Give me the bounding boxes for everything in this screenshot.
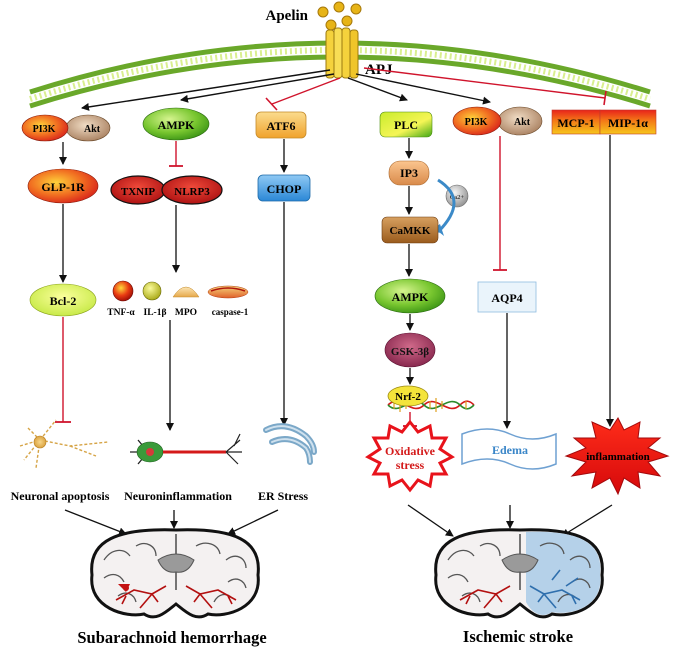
apelin-label: Apelin [265,8,308,24]
il1b-icon [142,281,162,301]
akt-label-left: Akt [84,124,101,135]
inhibit-apj-to-atf6 [271,77,341,105]
nrf2-label: Nrf-2 [395,391,421,403]
neuroinflammation-label: Neuroninflammation [124,489,232,503]
cytokine-icons: TNF-α IL-1β MPO caspase-1 [107,280,249,318]
bcl2-node: Bcl-2 [29,283,97,317]
mpo-label: MPO [175,308,197,318]
glp1r-label: GLP-1R [41,180,85,194]
mcp1-node [551,109,601,135]
edema-label: Edema [492,443,528,457]
arrow-apj-to-plc [347,77,408,102]
neuron-inflamed-icon [130,433,242,465]
ampk-label-left: AMPK [158,118,195,132]
apelin-molecule [350,3,362,15]
tnf-alpha-icon [112,280,134,302]
er-stress-label: ER Stress [258,489,308,503]
mip1a-node [599,109,657,135]
txnip-label: TXNIP [121,186,156,198]
inflammation-burst: inflammation [564,417,670,496]
stress-label: stress [396,458,425,472]
pi3k-akt-left: Akt PI3K [21,114,111,142]
camkk-label: CaMKK [390,225,431,237]
ip3-label: IP3 [400,166,418,180]
camkk-node: CaMKK [381,216,439,244]
chop-label: CHOP [267,182,302,196]
akt-label-right: Akt [514,117,531,128]
apelin-ligand: Apelin [265,1,362,31]
pi3k-node-left [21,114,69,142]
atf6-node: ATF6 [255,111,307,139]
tnf-alpha-label: TNF-α [107,308,135,318]
ampk-label-right: AMPK [392,290,429,304]
apelin-molecule [317,6,329,18]
inhibit-bar-mcp1 [603,90,607,106]
plc-label: PLC [394,118,418,132]
brain-stroke-icon [434,528,604,619]
aqp4-node: AQP4 [477,281,537,313]
arrow-oxidative-to-stroke [407,504,454,537]
bcl2-label: Bcl-2 [50,294,77,308]
arrow-apj-to-pi3k-left [81,69,331,111]
arrow-inflammation-to-stroke [561,504,613,537]
nlrp3-label: NLRP3 [174,186,210,198]
arrow-apoptosis-to-sah [64,509,127,536]
gsk3b-label: GSK-3β [391,346,429,358]
brain-sah-icon [90,528,260,619]
apj-arrows [81,67,607,111]
txnip-nlrp3-complex: TXNIP NLRP3 [110,175,223,205]
stroke-title: Ischemic stroke [463,627,573,646]
mcp1-mip1a-node: MCP-1 MIP-1α [551,109,657,135]
caspase1-label: caspase-1 [212,307,249,317]
er-stress-icon [263,423,317,465]
mcp1-label: MCP-1 [557,116,594,130]
mip1a-label: MIP-1α [608,116,648,130]
il1b-label: IL-1β [144,308,167,318]
apelin-molecule [341,15,353,27]
inhibit-bar-atf6 [265,97,278,111]
aqp4-label: AQP4 [491,291,522,305]
edema-banner: Edema [461,428,557,470]
ip3-node: IP3 [388,160,430,186]
pi3k-label-left: PI3K [33,124,56,135]
nrf2-dna-node: Nrf-2 [387,385,475,412]
chop-node: CHOP [257,174,311,202]
ampk-node-right: AMPK [374,278,446,314]
arrow-apj-to-pi3k-right [355,73,491,105]
calcium-label: Ca2+ [450,194,464,201]
mpo-icon [172,286,200,298]
nlrp3-node [161,175,223,205]
apelin-molecule [333,1,345,13]
pi3k-label-right: PI3K [465,117,488,128]
pi3k-node-right [452,106,502,136]
inhibit-apj-to-mcp1 [363,67,606,99]
neuronal-apoptosis-label: Neuronal apoptosis [11,489,110,503]
gsk3b-node: GSK-3β [384,332,436,368]
pi3k-akt-right: Akt PI3K [452,106,543,136]
arrow-apj-to-ampk-left [180,73,335,103]
glp1r-node: GLP-1R [27,168,99,204]
atf6-label: ATF6 [266,119,295,133]
neuron-apoptosis-icon [19,419,109,469]
ampk-node-left: AMPK [142,107,210,141]
oxidative-label: Oxidative [385,444,436,458]
calcium-flow-arrow [436,178,456,234]
membrane-tails [29,47,651,102]
sah-title: Subarachnoid hemorrhage [77,628,266,647]
oxidative-stress-burst: Oxidative stress [365,419,455,493]
arrow-er-stress-to-sah [227,509,279,535]
inflammation-label: inflammation [586,451,650,463]
plc-node: PLC [379,111,433,138]
